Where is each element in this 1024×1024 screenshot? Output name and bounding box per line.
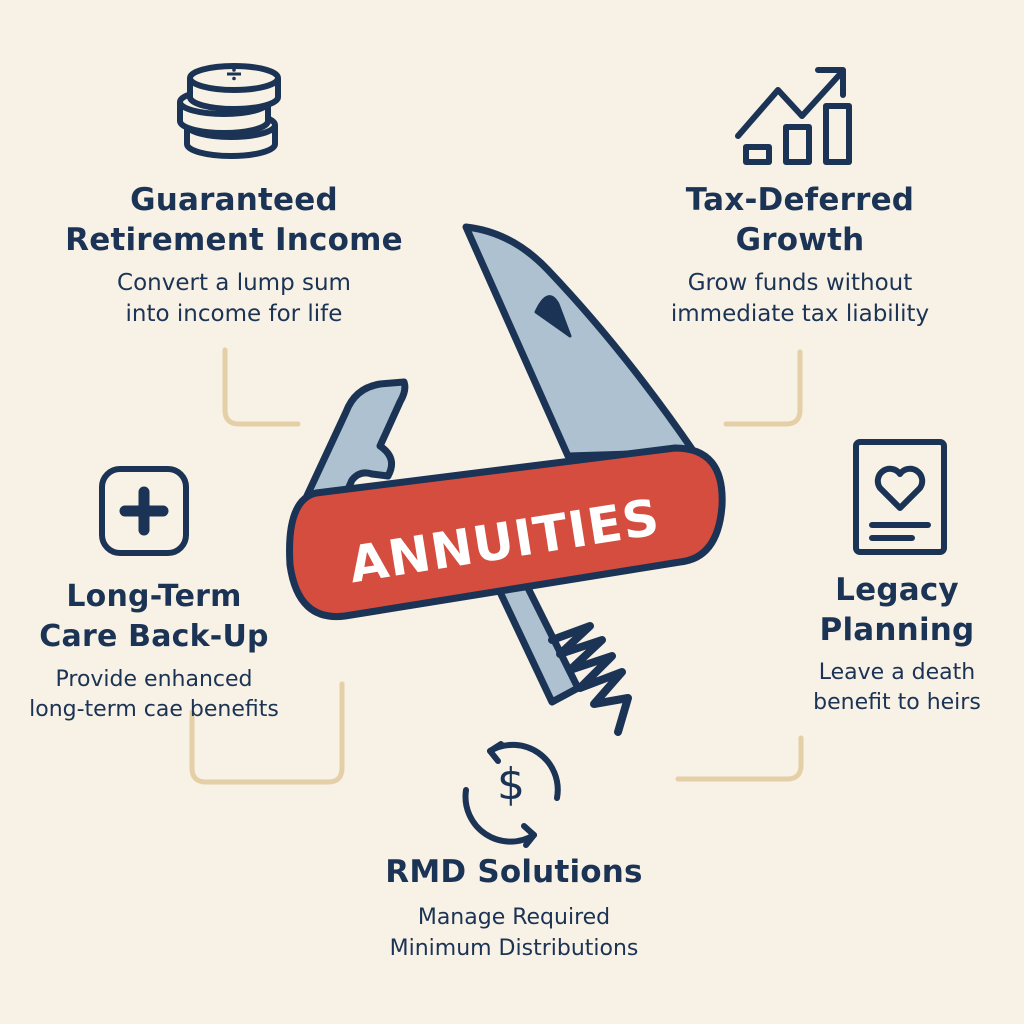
coin-stack-icon [177,63,281,159]
main-blade [462,223,698,460]
feature-description: Grow funds without immediate tax liabili… [670,270,930,327]
connector-tax [723,349,803,427]
medical-plus-icon [99,466,189,556]
feature-tax-deferred-growth: Tax-Deferred Growth Grow funds without i… [590,180,1010,330]
pocket-knife: ANNUITIES [286,223,726,736]
connector-lines [189,347,804,785]
feature-description: Manage Required Minimum Distributions [389,905,639,961]
feature-description: Leave a death benefit to heirs [813,660,981,715]
feature-rmd-solutions: RMD Solutions Manage Required Minimum Di… [294,852,734,964]
feature-guaranteed-retirement-income: Guaranteed Retirement Income Convert a l… [24,180,444,330]
growth-chart-icon [735,67,852,165]
feature-description: Convert a lump sum into income for life [117,270,351,327]
corkscrew [548,622,632,736]
dollar-cycle-icon: $ [462,741,561,848]
feature-title: Legacy Planning [819,572,975,648]
connector-ltc [189,681,345,785]
feature-title: Guaranteed Retirement Income [65,182,403,258]
blade-nail-nick [534,295,572,338]
connector-legacy [675,735,804,782]
feature-title: RMD Solutions [385,854,643,890]
svg-text:$: $ [497,759,525,810]
corkscrew-shaft [496,576,582,706]
heart-document-icon [853,439,947,555]
feature-title: Tax-Deferred Growth [685,182,915,258]
feature-title: Long-Term Care Back-Up [39,579,269,654]
feature-legacy-planning: Legacy Planning Leave a death benefit to… [780,570,1014,718]
bottle-opener [301,378,409,520]
connector-income [222,347,301,427]
feature-long-term-care-backup: Long-Term Care Back-Up Provide enhanced … [4,577,304,725]
feature-description: Provide enhanced long-term cae benefits [29,667,279,722]
knife-handle [286,444,726,621]
